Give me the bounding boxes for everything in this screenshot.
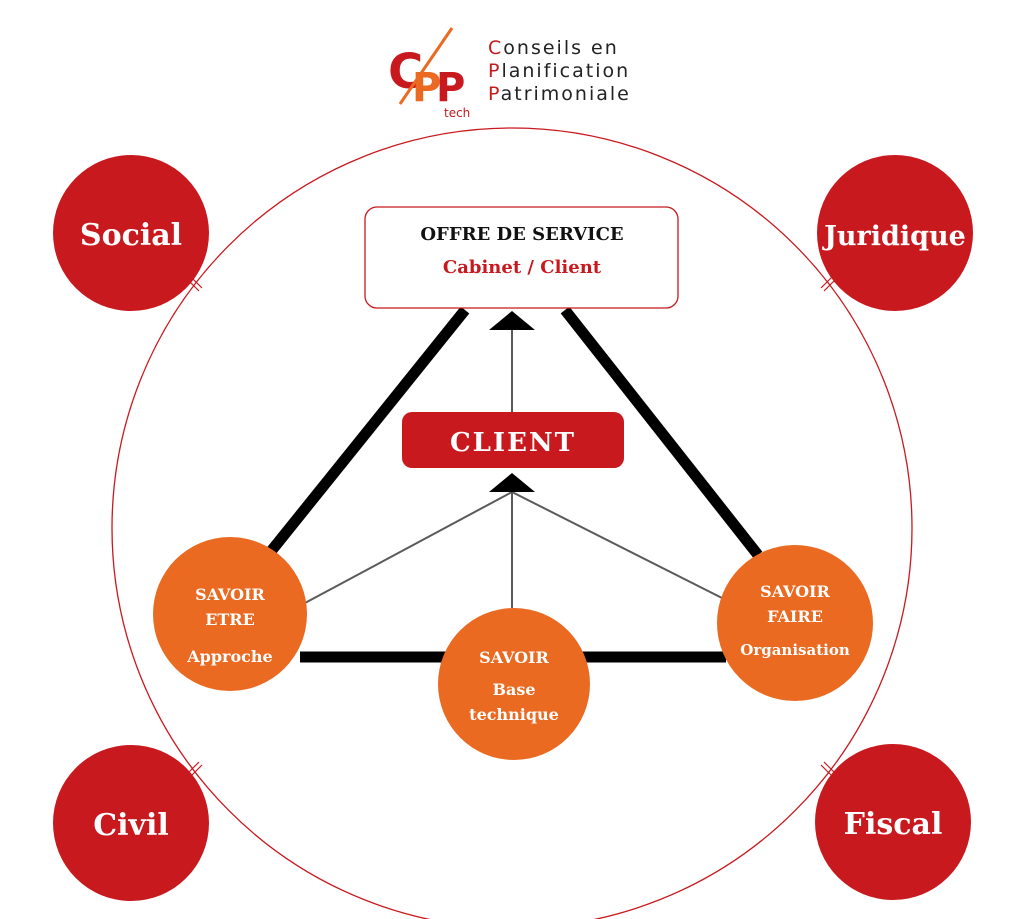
offer-subtitle: Cabinet / Client xyxy=(443,257,602,278)
logo-mark-p1: P xyxy=(412,65,441,111)
savoir-line1: SAVOIR xyxy=(479,648,549,667)
savoir-faire-node: SAVOIR FAIRE Organisation xyxy=(717,545,873,701)
juridique-label: Juridique xyxy=(822,221,966,252)
fiscal-circle xyxy=(815,744,971,900)
social-circle xyxy=(53,155,209,311)
fiscal-label: Fiscal xyxy=(844,807,943,842)
connector-fiscal-a xyxy=(820,764,833,777)
social-label: Social xyxy=(80,218,182,253)
connector-civil-a xyxy=(187,761,200,774)
logo-initial-1: C xyxy=(488,37,503,59)
offer-box-frame xyxy=(364,206,679,309)
savoir-etre-line1: SAVOIR xyxy=(195,585,265,604)
connector-juridique-b xyxy=(823,279,836,292)
logo-line-1: Conseils en xyxy=(488,37,619,59)
logo-initial-3: P xyxy=(488,83,501,105)
savoir-etre-line2: ETRE xyxy=(205,610,255,629)
offer-box: OFFRE DE SERVICE Cabinet / Client xyxy=(364,206,679,309)
savoir-faire-line1: SAVOIR xyxy=(760,582,830,601)
savoir-etre-line3: Approche xyxy=(186,647,272,666)
connector-juridique-a xyxy=(820,276,833,289)
logo-initial-2: P xyxy=(488,60,501,82)
logo: C P P tech Conseils en Planification Pat… xyxy=(388,27,631,120)
client-box: CLIENT xyxy=(402,412,624,468)
logo-rest-2: lanification xyxy=(501,60,630,82)
corner-social: Social xyxy=(53,155,209,311)
arrow-up-to-client-icon xyxy=(489,473,535,492)
civil-circle xyxy=(53,745,209,901)
savoir-circle xyxy=(438,608,590,760)
corner-juridique: Juridique xyxy=(817,155,973,311)
savoir-etre-node: SAVOIR ETRE Approche xyxy=(153,537,307,691)
thin-links xyxy=(304,330,723,608)
logo-mark-p2: P xyxy=(436,65,465,111)
corner-civil: Civil xyxy=(53,745,209,901)
triangle-right-edge xyxy=(560,306,763,559)
cpp-tech-logo-icon: C P P tech xyxy=(388,27,470,120)
savoir-faire-circle xyxy=(717,545,873,701)
connector-fiscal-b xyxy=(823,761,836,774)
link-etre-client xyxy=(304,491,513,604)
savoir-line2: Base xyxy=(492,680,535,699)
logo-mark-c: C xyxy=(388,44,423,100)
logo-rest-1: onseils en xyxy=(503,37,618,59)
corner-fiscal: Fiscal xyxy=(815,744,971,900)
corner-connectors xyxy=(187,276,836,777)
savoir-faire-line2: FAIRE xyxy=(767,607,823,626)
savoir-line3: technique xyxy=(469,705,559,724)
logo-tech: tech xyxy=(444,106,470,120)
connector-civil-b xyxy=(190,764,203,777)
link-faire-client xyxy=(511,491,723,599)
offer-title: OFFRE DE SERVICE xyxy=(420,224,623,245)
logo-line-3: Patrimoniale xyxy=(488,83,631,105)
triangle-left-edge xyxy=(263,306,470,559)
outer-ring xyxy=(111,127,913,919)
client-box-frame xyxy=(402,412,624,468)
arrow-up-to-offer-icon xyxy=(489,311,535,330)
juridique-circle xyxy=(817,155,973,311)
logo-slash xyxy=(398,27,454,105)
logo-rest-3: atrimoniale xyxy=(501,83,631,105)
client-label: CLIENT xyxy=(450,428,576,458)
savoir-faire-line3: Organisation xyxy=(740,641,850,659)
savoir-etre-circle xyxy=(153,537,307,691)
civil-label: Civil xyxy=(93,808,169,843)
savoir-node: SAVOIR Base technique xyxy=(438,608,590,760)
logo-line-2: Planification xyxy=(488,60,630,82)
